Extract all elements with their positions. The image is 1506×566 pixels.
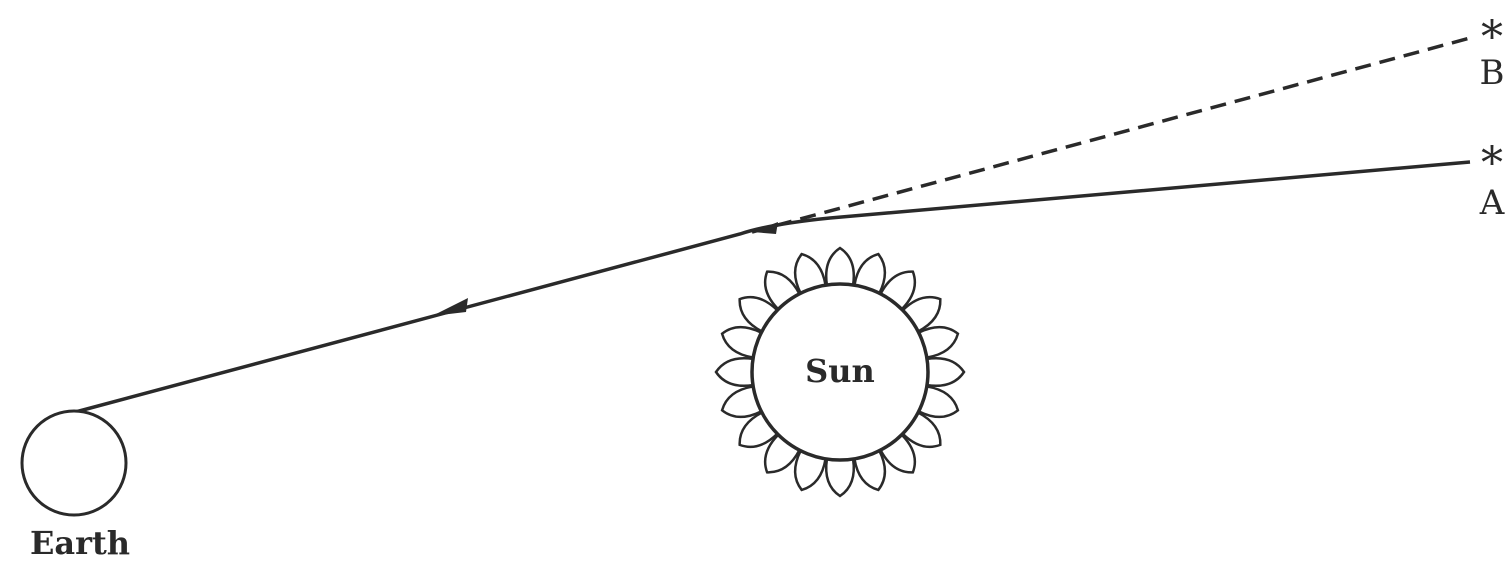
apparent-path-dashed-line xyxy=(752,38,1470,232)
sun-ray-icon xyxy=(716,358,753,386)
sun-ray-icon xyxy=(826,248,854,285)
sun-ray-icon xyxy=(927,358,964,386)
star-a-label: A xyxy=(1479,183,1505,223)
sun-ray-icon xyxy=(826,459,854,496)
earth-circle xyxy=(22,411,126,515)
earth-label: Earth xyxy=(30,524,130,562)
star-b-label: B xyxy=(1480,53,1505,93)
star-a-icon: * xyxy=(1481,138,1503,189)
sun-label: Sun xyxy=(805,352,875,390)
